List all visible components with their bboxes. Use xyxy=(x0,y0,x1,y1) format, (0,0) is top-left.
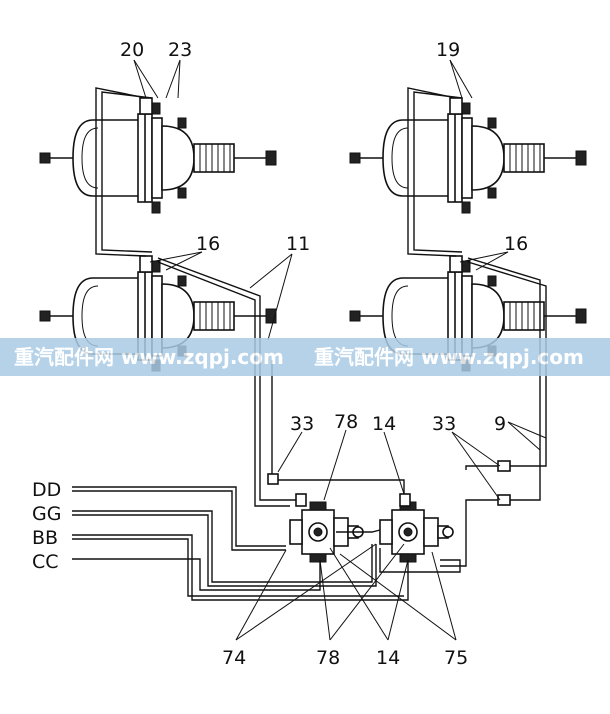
port-labels: DD GG BB CC xyxy=(32,479,61,573)
callout-74: 74 xyxy=(222,647,246,669)
callout-16-left: 16 xyxy=(196,233,220,255)
callout-11: 11 xyxy=(286,233,310,255)
watermark-text-right: 重汽配件网 www.zqpj.com xyxy=(314,345,584,369)
leader-lines xyxy=(133,59,547,641)
callout-9: 9 xyxy=(494,413,506,435)
callout-23: 23 xyxy=(168,39,192,61)
callout-78-bottom: 78 xyxy=(316,647,340,669)
pipes-left xyxy=(95,87,307,507)
port-lines xyxy=(72,486,409,601)
port-label-cc: CC xyxy=(32,551,59,573)
pipes-right xyxy=(300,87,547,573)
callout-33-left: 33 xyxy=(290,413,314,435)
callout-19: 19 xyxy=(436,39,460,61)
watermark: 重汽配件网 www.zqpj.com 重汽配件网 www.zqpj.com xyxy=(0,338,610,376)
watermark-text-left: 重汽配件网 www.zqpj.com xyxy=(14,345,284,369)
watermark-band xyxy=(0,338,610,376)
callout-75: 75 xyxy=(444,647,468,669)
callout-14-bottom: 14 xyxy=(376,647,400,669)
callout-33-right: 33 xyxy=(432,413,456,435)
relay-valve-right xyxy=(379,501,454,563)
brake-chamber-top-right xyxy=(349,97,587,214)
port-label-bb: BB xyxy=(32,527,58,549)
callout-labels: 20 23 19 16 11 16 33 78 14 33 9 74 78 14… xyxy=(120,39,528,669)
callout-14-top: 14 xyxy=(372,413,396,435)
callout-16-right: 16 xyxy=(504,233,528,255)
brake-chamber-top-left xyxy=(39,97,277,214)
port-label-dd: DD xyxy=(32,479,61,501)
callout-20: 20 xyxy=(120,39,144,61)
port-label-gg: GG xyxy=(32,503,61,525)
callout-78-top: 78 xyxy=(334,411,358,433)
